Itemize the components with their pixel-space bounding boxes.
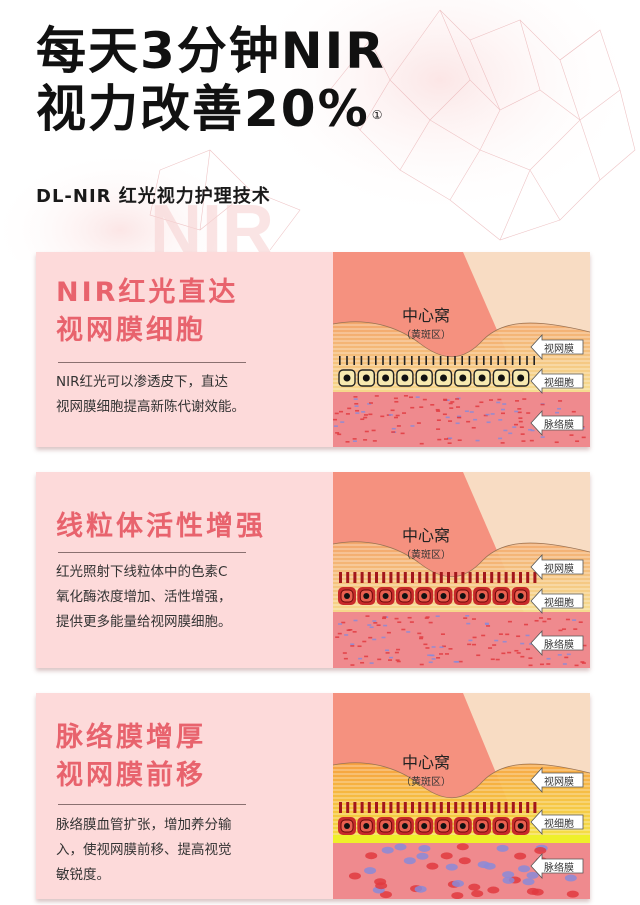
left-arrow-icon	[530, 853, 584, 879]
card-description-line: 视网膜细胞提高新陈代谢效能。	[56, 399, 245, 415]
card-description-line: NIR红光可以渗透皮下，直达	[56, 374, 228, 390]
card-text-panel: 脉络膜增厚视网膜前移脉络膜血管扩张，增加养分输入，使视网膜前移、提高视觉敏锐度。	[36, 693, 333, 899]
macula-label: （黄斑区）	[401, 330, 451, 341]
photoreceptor-label: 视细胞	[544, 598, 574, 609]
retina-arrow-label: 视网膜	[530, 767, 584, 793]
card-text-panel: 线粒体活性增强红光照射下线粒体中的色素C 氧化酶浓度增加、活性增强， 提供更多能量给…	[36, 472, 333, 668]
feature-card-2: 线粒体活性增强红光照射下线粒体中的色素C 氧化酶浓度增加、活性增强， 提供更多能量给…	[36, 472, 590, 668]
card-description-line: 入，使视网膜前移、提高视觉	[56, 842, 232, 858]
photoreceptor-arrow-label: 视细胞	[530, 368, 584, 394]
retina-arrow-label: 视网膜	[530, 554, 584, 580]
choroid-arrow-label: 脉络膜	[530, 853, 584, 879]
card-title-line-1: 线粒体活性增强	[56, 511, 266, 542]
left-arrow-icon	[530, 410, 584, 436]
card-title-line-2: 视网膜细胞	[56, 315, 206, 346]
headline-line-2-text: 视力改善20%	[36, 80, 370, 138]
retina-label: 视网膜	[544, 777, 574, 788]
choroid-arrow-label: 脉络膜	[530, 410, 584, 436]
card-title-line-1: NIR红光直达	[56, 277, 239, 308]
fovea-label: 中心窝	[401, 526, 450, 545]
footnote-marker: ①	[371, 108, 385, 122]
card-text-panel: NIR红光直达视网膜细胞 NIR红光可以渗透皮下，直达视网膜细胞提高新陈代谢效能。	[36, 252, 333, 447]
left-arrow-icon	[530, 767, 584, 793]
card-description: 红光照射下线粒体中的色素C 氧化酶浓度增加、活性增强， 提供更多能量给视网膜细胞。	[56, 560, 232, 635]
card-divider	[58, 362, 246, 363]
left-arrow-icon	[530, 368, 584, 394]
photoreceptor-arrow-label: 视细胞	[530, 809, 584, 835]
hero-headline: 每天3分钟NIR 视力改善20%①	[36, 22, 386, 138]
retina-label: 视网膜	[544, 344, 574, 355]
photoreceptor-label: 视细胞	[544, 819, 574, 830]
card-description-line: 红光照射下线粒体中的色素C	[56, 564, 228, 580]
card-description: 脉络膜血管扩张，增加养分输入，使视网膜前移、提高视觉敏锐度。	[56, 813, 232, 888]
card-description-line: 脉络膜血管扩张，增加养分输	[56, 817, 232, 833]
choroid-label: 脉络膜	[544, 420, 574, 431]
card-description-line: 敏锐度。	[56, 867, 110, 883]
card-title-line-1: 脉络膜增厚	[56, 722, 206, 753]
left-arrow-icon	[530, 588, 584, 614]
headline-line-2: 视力改善20%①	[36, 80, 386, 138]
retina-diagram: 中心窝 （黄斑区） 视网膜 视细胞 脉络膜	[333, 252, 590, 447]
retina-diagram: 中心窝 （黄斑区） 视网膜 视细胞 脉络膜	[333, 472, 590, 668]
left-arrow-icon	[530, 554, 584, 580]
photoreceptor-arrow-label: 视细胞	[530, 588, 584, 614]
card-divider	[58, 804, 246, 805]
svg-text:NIR: NIR	[150, 191, 274, 260]
card-description-line: 氧化酶浓度增加、活性增强，	[56, 589, 232, 605]
choroid-arrow-label: 脉络膜	[530, 630, 584, 656]
headline-line-1: 每天3分钟NIR	[36, 22, 386, 80]
macula-label: （黄斑区）	[401, 777, 451, 788]
feature-card-3: 脉络膜增厚视网膜前移脉络膜血管扩张，增加养分输入，使视网膜前移、提高视觉敏锐度。…	[36, 693, 590, 899]
retina-diagram: 中心窝 （黄斑区） 视网膜 视细胞 脉络膜	[333, 693, 590, 899]
card-title-line-2: 视网膜前移	[56, 760, 206, 791]
choroid-label: 脉络膜	[544, 863, 574, 874]
card-description: NIR红光可以渗透皮下，直达视网膜细胞提高新陈代谢效能。	[56, 370, 245, 420]
feature-card-1: NIR红光直达视网膜细胞 NIR红光可以渗透皮下，直达视网膜细胞提高新陈代谢效能。…	[36, 252, 590, 447]
fovea-label: 中心窝	[401, 306, 450, 325]
left-arrow-icon	[530, 809, 584, 835]
technology-subtitle: DL-NIR 红光视力护理技术	[36, 186, 271, 207]
retina-arrow-label: 视网膜	[530, 334, 584, 360]
fovea-label: 中心窝	[401, 753, 450, 772]
choroid-label: 脉络膜	[544, 640, 574, 651]
left-arrow-icon	[530, 630, 584, 656]
card-description-line: 提供更多能量给视网膜细胞。	[56, 614, 232, 630]
card-divider	[58, 552, 246, 553]
retina-label: 视网膜	[544, 564, 574, 575]
left-arrow-icon	[530, 334, 584, 360]
photoreceptor-label: 视细胞	[544, 378, 574, 389]
macula-label: （黄斑区）	[401, 550, 451, 561]
background-mesh-decoration: NIR	[0, 0, 640, 260]
